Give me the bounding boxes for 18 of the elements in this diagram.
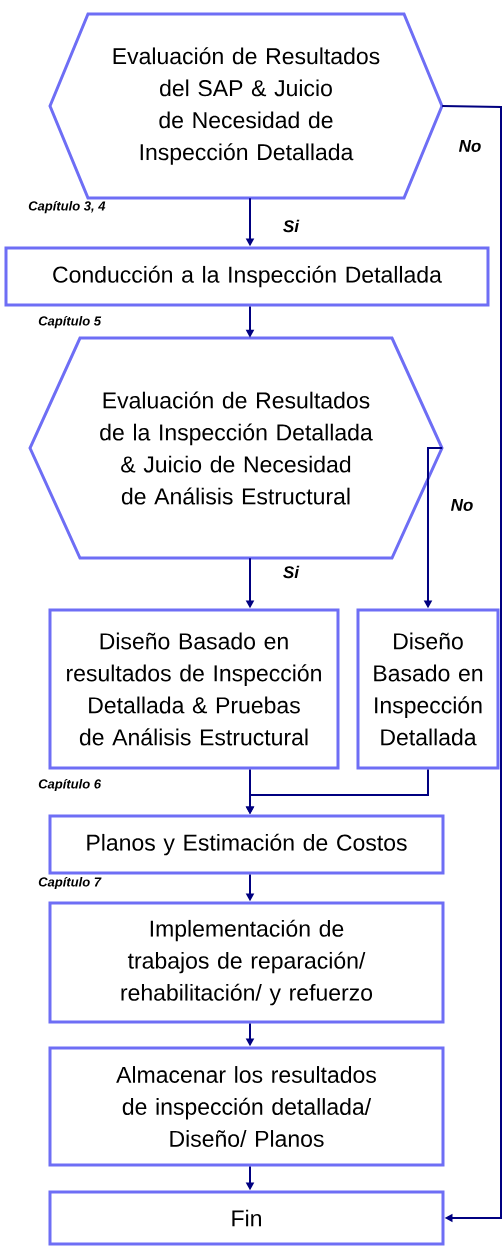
process-box: Almacenar los resultados de inspección detallada/ Diseño/ Planos [48, 1046, 445, 1167]
process-box: Diseño Basado en resultados de Inspección Detallada & Pruebas de Análisis Estructural [48, 608, 340, 770]
edge-label: Si [281, 218, 301, 234]
decision-hexagon: Evaluación de Resultados de la Inspección Detallada & Juicio de Necesidad de Análisis Estructural [28, 336, 444, 560]
edge-label: Si [281, 564, 301, 580]
process-box: Diseño Basado en Inspección Detallada [356, 608, 500, 770]
chapter-label: Capítulo 6 [38, 778, 102, 792]
edge-label: No [449, 498, 475, 512]
arrow [441, 105, 502, 1223]
process-box: Fin [48, 1190, 445, 1246]
process-box: Conducción a la Inspección Detallada [4, 246, 490, 307]
chapter-label: Capítulo 7 [38, 876, 102, 890]
chapter-label: Capítulo 3, 4 [28, 200, 106, 214]
process-box: Implementación de trabajos de reparación/ rehabilitación/ y refuerzo [48, 901, 445, 1024]
chapter-label: Capítulo 5 [38, 315, 102, 329]
process-box: Planos y Estimación de Costos [48, 814, 445, 875]
decision-hexagon: Evaluación de Resultados del SAP & Juicio de Necesidad de Inspección Detallada [48, 12, 444, 200]
edge-label: No [457, 139, 483, 153]
